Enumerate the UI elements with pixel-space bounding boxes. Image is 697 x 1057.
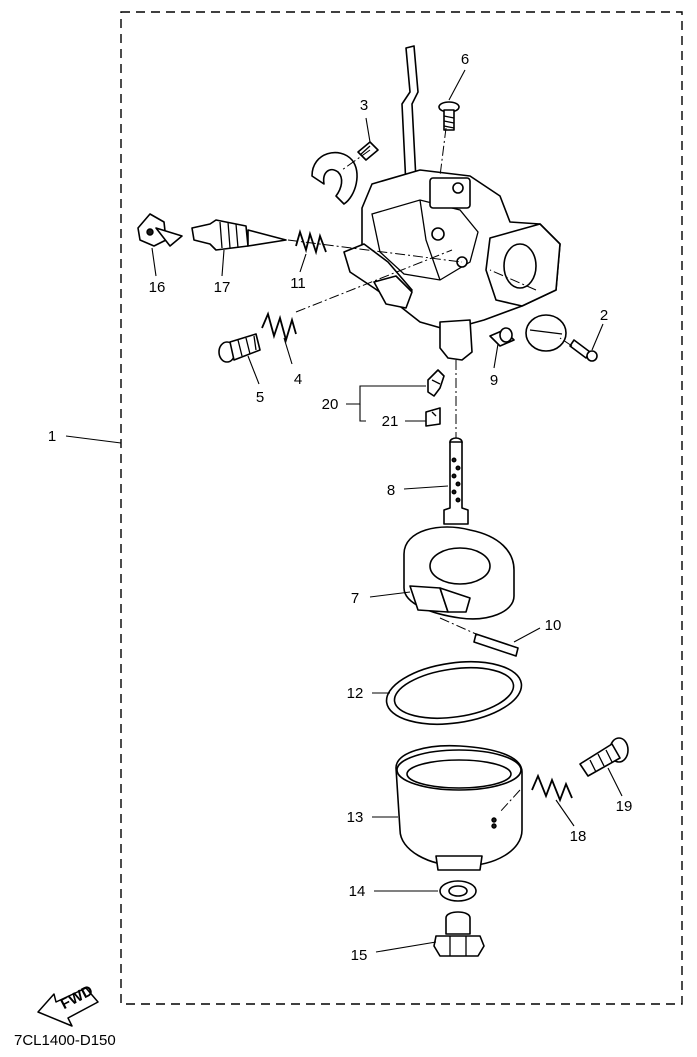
- callout-18: 18: [570, 828, 587, 845]
- callout-7: 7: [351, 590, 359, 607]
- fwd-arrow-icon: FWD: [37, 982, 99, 1027]
- part-4-spring: [261, 311, 297, 344]
- part-15-drain-bolt: [433, 911, 485, 957]
- callout-11: 11: [290, 275, 306, 292]
- part-10-pin: [473, 633, 519, 657]
- callout-3: 3: [360, 97, 368, 114]
- part-16-jet: [137, 213, 183, 247]
- callout-17: 17: [214, 279, 231, 296]
- leader-lines: [65, 69, 623, 953]
- callout-19: 19: [616, 798, 633, 815]
- diagram-code: 7CL1400-D150: [14, 1032, 116, 1049]
- part-2-screw: [569, 339, 598, 362]
- part-12-gasket: [385, 661, 523, 725]
- part-6-screw: [438, 101, 460, 131]
- callout-14: 14: [349, 883, 366, 900]
- part-21-clip: [425, 407, 441, 427]
- callout-12: 12: [347, 685, 364, 702]
- callout-2: 2: [600, 307, 608, 324]
- callout-1: 1: [48, 428, 56, 445]
- callout-6: 6: [461, 51, 469, 68]
- callout-10: 10: [545, 617, 562, 634]
- carburetor-body: [311, 45, 567, 361]
- callout-16: 16: [149, 279, 166, 296]
- part-8-main-jet: [443, 437, 469, 525]
- callout-15: 15: [351, 947, 368, 964]
- part-11-spring: [295, 228, 327, 256]
- callout-21: 21: [382, 413, 399, 430]
- part-17-needle: [191, 219, 287, 251]
- part-13-float-bowl: [395, 744, 523, 871]
- part-20-float-valve: [427, 369, 445, 397]
- assembly-boundary: [120, 11, 683, 1005]
- part-19-screw: [579, 737, 629, 777]
- part-14-washer: [439, 880, 477, 902]
- part-18-spring: [531, 773, 573, 803]
- callout-13: 13: [347, 809, 364, 826]
- part-9-screw: [489, 327, 515, 347]
- part-7-float: [403, 526, 515, 620]
- callout-5: 5: [256, 389, 264, 406]
- callout-labels: 1 2 3 4 5 6 7 8 9 10 11 12 13 14 15 16 1…: [48, 51, 633, 964]
- callout-20: 20: [322, 396, 339, 413]
- assembly-axes: [287, 127, 573, 813]
- callout-4: 4: [294, 371, 302, 388]
- callout-9: 9: [490, 372, 498, 389]
- part-5-screw: [218, 333, 261, 363]
- callout-8: 8: [387, 482, 395, 499]
